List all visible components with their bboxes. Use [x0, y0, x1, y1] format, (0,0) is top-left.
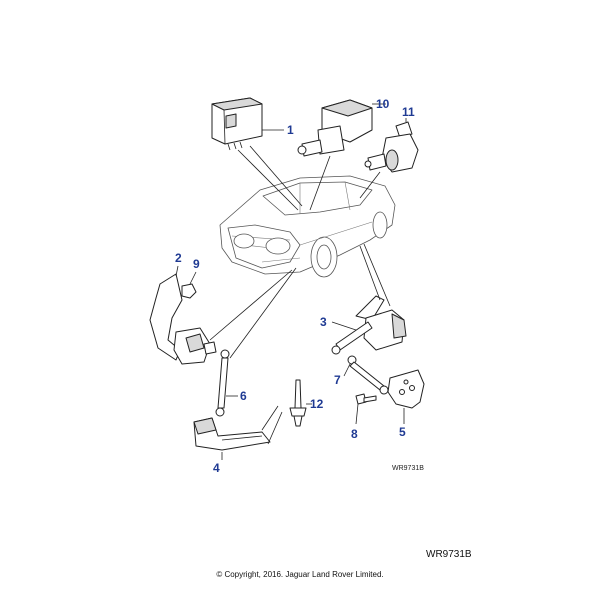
part-7-rear-link-rod	[343, 355, 389, 395]
callout-3: 3	[320, 315, 327, 329]
callout-11: 11	[402, 105, 415, 119]
part-4-front-lower-bracket	[193, 405, 283, 460]
part-5-rear-bracket	[387, 369, 425, 424]
callout-12: 12	[310, 397, 324, 411]
callout-10: 10	[376, 97, 390, 111]
callout-8: 8	[351, 427, 358, 441]
car-illustration	[219, 175, 396, 278]
callout-1: 1	[287, 123, 294, 137]
diagram-reference-large: WR9731B	[426, 549, 472, 560]
callout-6: 6	[240, 389, 247, 403]
callout-5: 5	[399, 425, 406, 439]
part-1-control-module	[211, 97, 284, 151]
callout-2: 2	[175, 251, 182, 265]
callout-4: 4	[213, 461, 220, 475]
part-11-leveling-motor	[364, 118, 419, 173]
part-6-front-link-rod	[215, 349, 238, 417]
callout-7: 7	[334, 373, 341, 387]
part-9-nut	[181, 271, 197, 299]
diagram-reference-small: WR9731B	[392, 465, 424, 472]
callout-9: 9	[193, 257, 200, 271]
part-2-front-sensor-bracket	[149, 265, 217, 365]
part-12-bolt	[289, 379, 312, 427]
part-8-bolt	[355, 393, 377, 425]
part-10-leveling-motor	[297, 99, 386, 157]
copyright-notice: © Copyright, 2016. Jaguar Land Rover Lim…	[216, 570, 383, 579]
part-3-rear-height-sensor	[331, 295, 407, 355]
